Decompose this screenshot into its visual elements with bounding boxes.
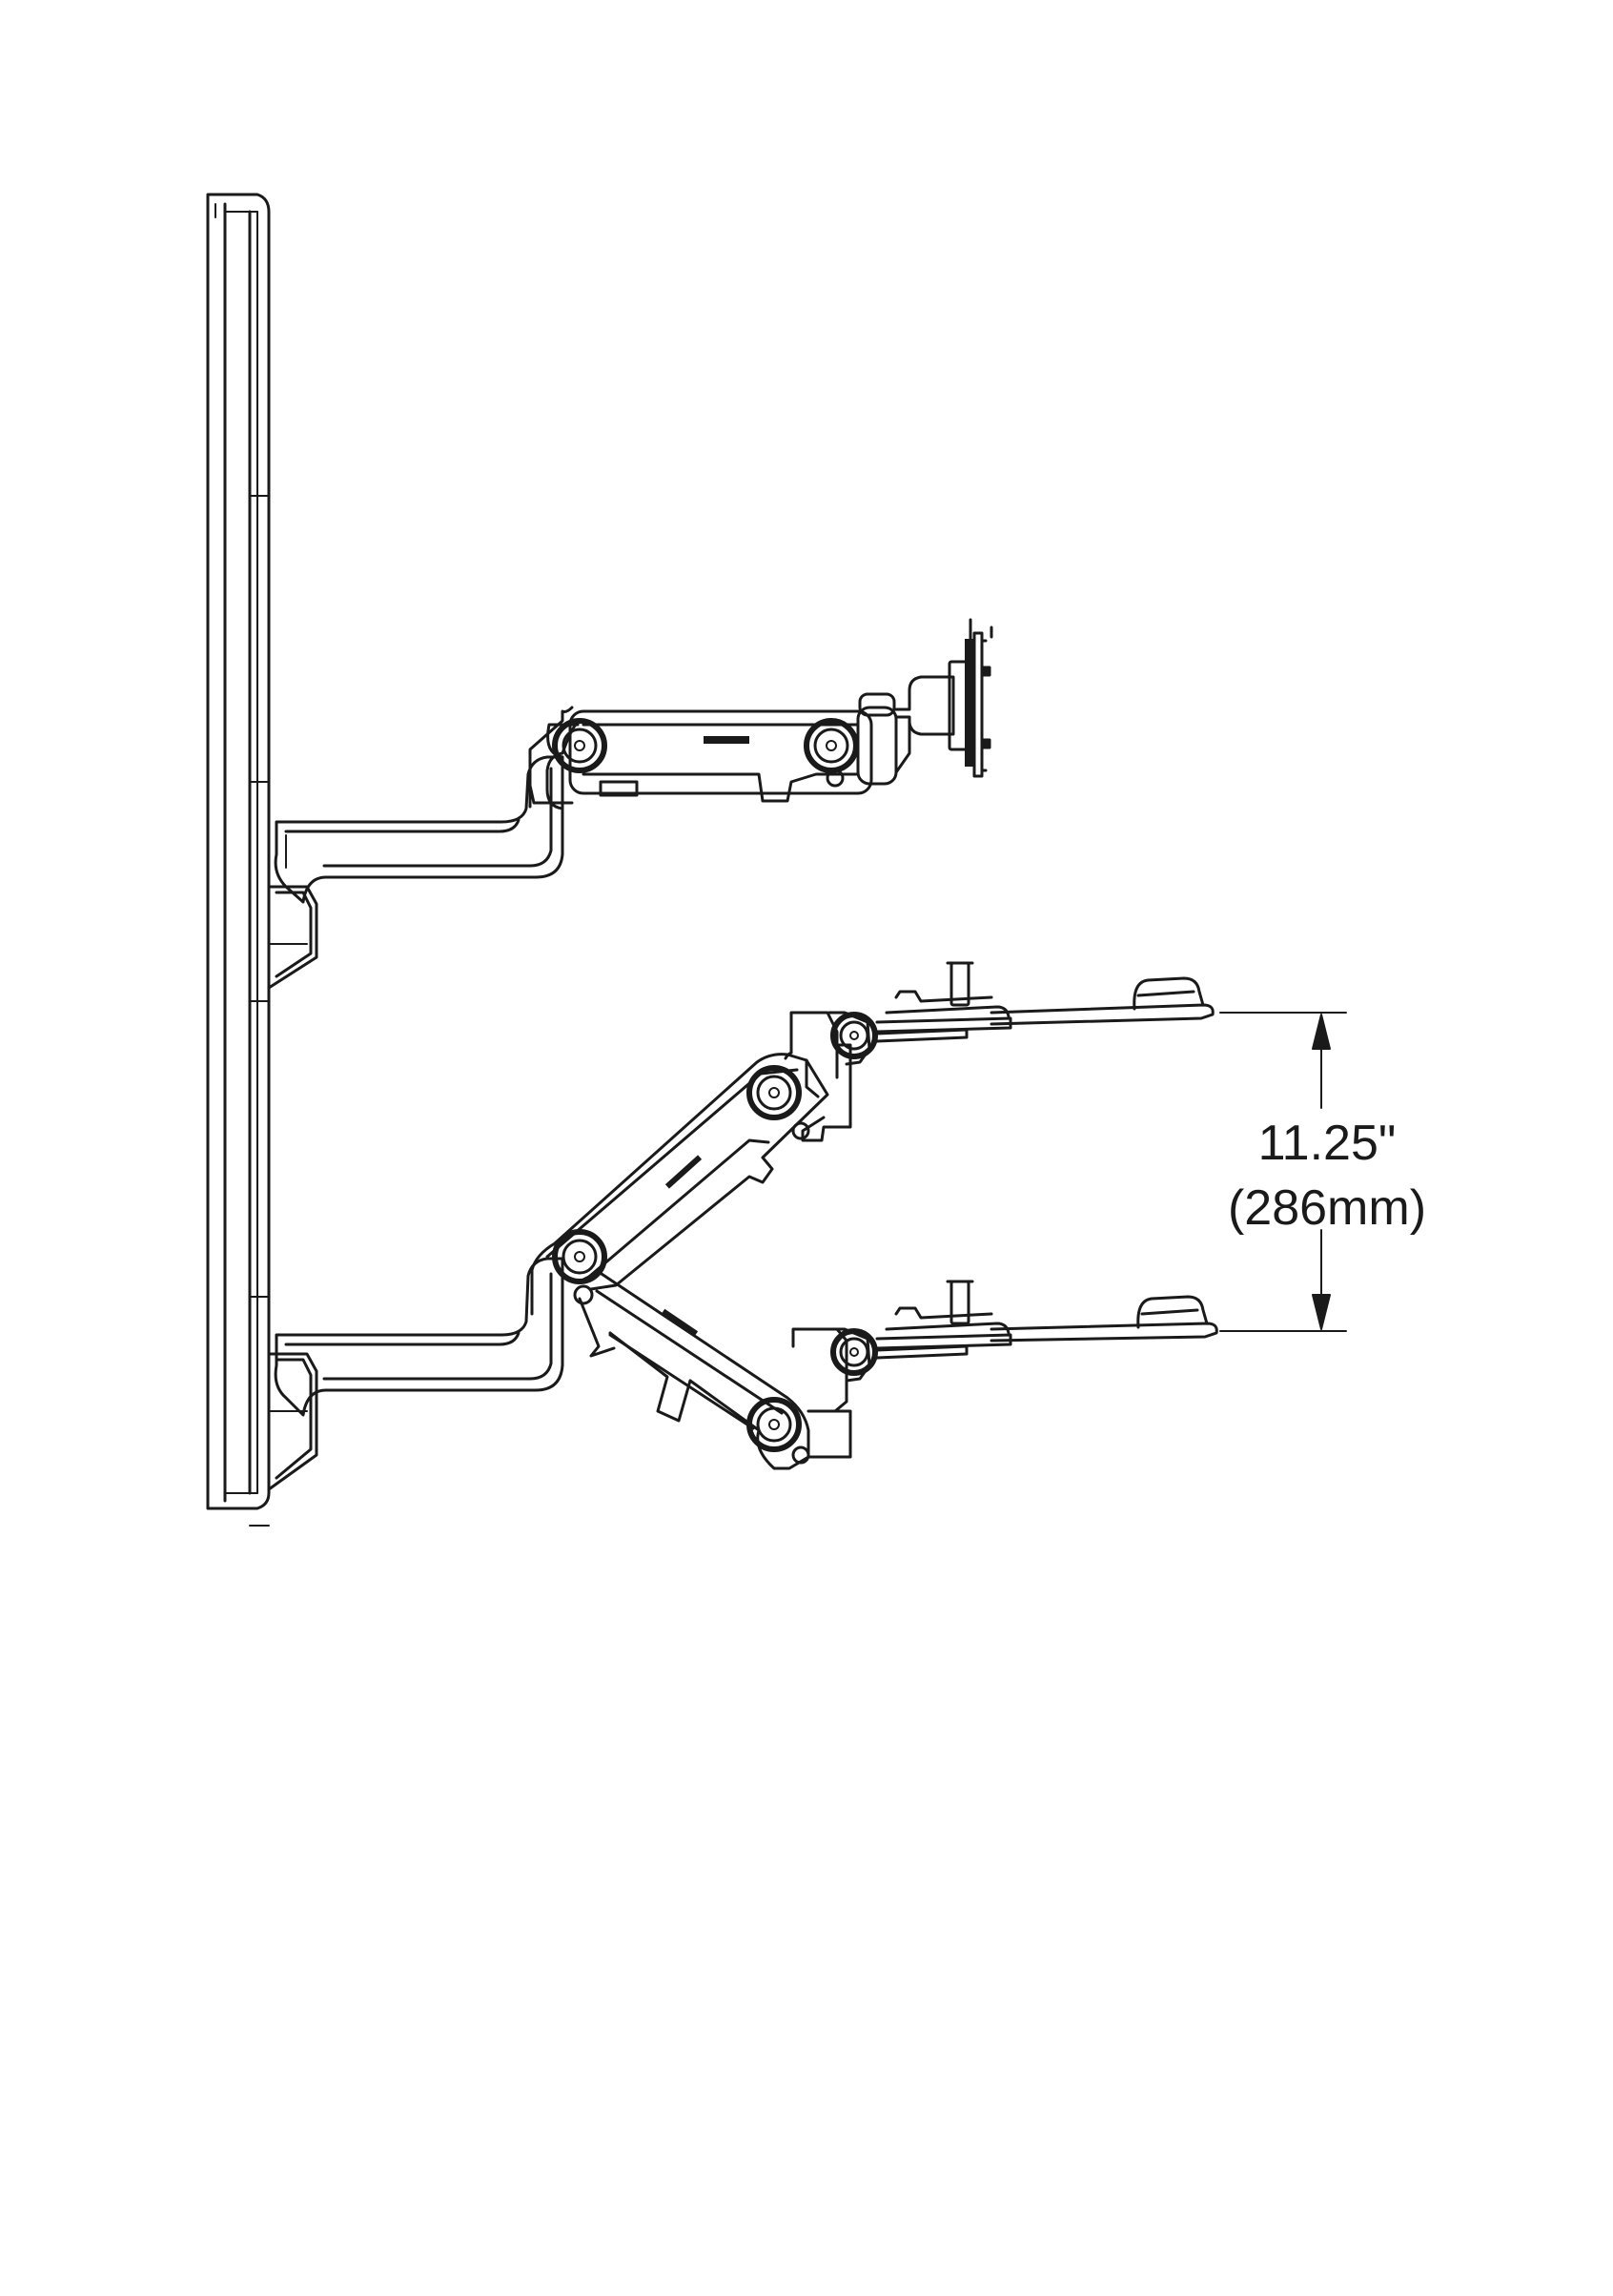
lower-extension-arm xyxy=(274,1257,564,1417)
upper-pivot-small xyxy=(826,769,845,788)
upper-wall-bracket xyxy=(267,885,318,990)
upper-pivot-far xyxy=(804,718,859,773)
keyboard-tray-raised xyxy=(827,961,1215,1066)
lower-pivot-lowered xyxy=(746,1397,810,1465)
upper-logo-plate xyxy=(704,736,749,744)
dimension-line xyxy=(1219,1012,1347,1332)
lower-arm-raised xyxy=(530,1011,852,1316)
keyboard-tray-lowered xyxy=(827,1280,1218,1383)
lower-pivot-raised xyxy=(746,1065,810,1140)
upper-pivot-near xyxy=(552,718,607,773)
dimension-metric: (286mm) xyxy=(1228,1180,1426,1236)
upper-extension-arm xyxy=(274,755,564,904)
lower-arm-lowered xyxy=(578,1270,852,1470)
upper-monitor-head xyxy=(858,618,993,778)
upper-parallelogram-arm xyxy=(528,706,911,810)
lower-pivot-near xyxy=(552,1229,607,1305)
dimension-imperial: 11.25" xyxy=(1258,1116,1397,1171)
wall-rail xyxy=(206,193,271,1527)
